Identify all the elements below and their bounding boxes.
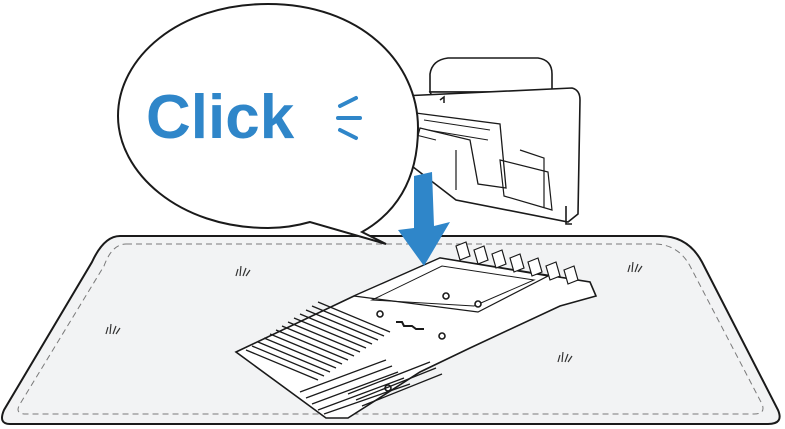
click-text: Click [146, 83, 295, 152]
